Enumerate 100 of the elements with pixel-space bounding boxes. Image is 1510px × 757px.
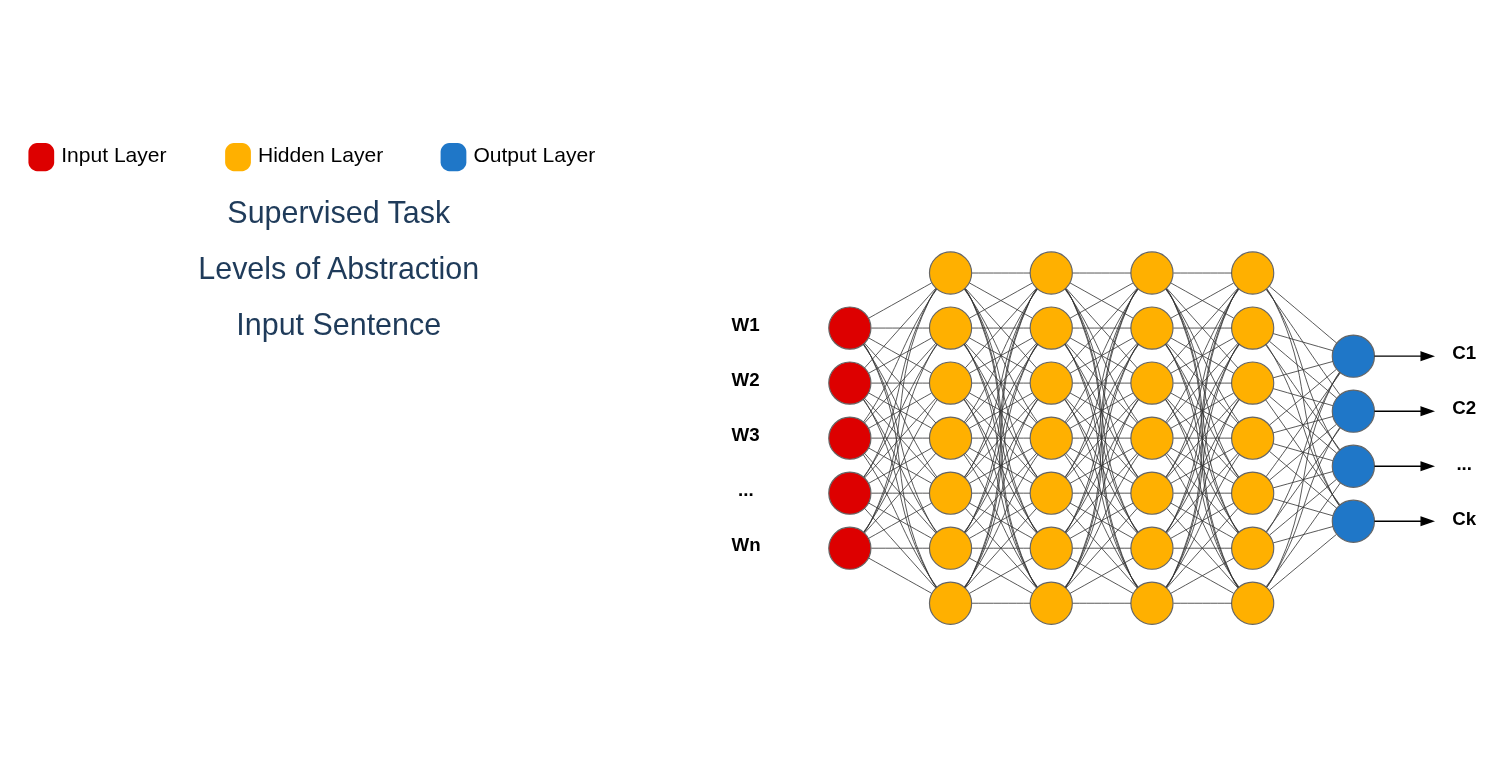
arrow — [1373, 350, 1435, 361]
connector — [1272, 360, 1334, 378]
connector — [1065, 342, 1138, 423]
connector — [968, 447, 1033, 484]
node-circle — [1130, 526, 1174, 570]
connector — [963, 288, 1038, 422]
connector — [864, 507, 937, 588]
node-circle — [1029, 526, 1073, 570]
connector — [1272, 442, 1334, 461]
node-circle — [928, 250, 973, 295]
connector — [971, 492, 1031, 494]
label: Levels of Abstraction — [198, 250, 480, 285]
node-circle — [1130, 471, 1174, 515]
node-circle — [828, 471, 872, 515]
connector — [1065, 288, 1139, 478]
node-circle — [1331, 499, 1376, 543]
connector — [1165, 288, 1240, 422]
node-circle — [1331, 444, 1376, 488]
node-label: W2 — [731, 368, 760, 390]
connector — [1072, 272, 1132, 273]
connector — [971, 437, 1031, 439]
connector — [1170, 447, 1235, 484]
connector — [1166, 287, 1239, 588]
connector — [1266, 288, 1340, 451]
connector — [1269, 478, 1337, 535]
connector — [971, 327, 1031, 328]
connector — [1265, 398, 1341, 505]
arrow — [1373, 405, 1435, 416]
connector — [1266, 426, 1341, 588]
connector — [1170, 392, 1235, 429]
connector — [1265, 426, 1341, 532]
legend-label: Hidden Layer — [257, 142, 384, 166]
node-circle — [1130, 360, 1174, 405]
connector — [863, 288, 937, 478]
node-circle — [1029, 360, 1073, 405]
connector — [868, 337, 933, 374]
label: Input Sentence — [236, 306, 442, 341]
connector — [1072, 547, 1132, 549]
connector — [1065, 287, 1138, 368]
connector — [1173, 492, 1232, 494]
connector — [1272, 497, 1334, 516]
connector — [1166, 397, 1239, 478]
node-circle — [1029, 250, 1073, 295]
node-circle — [1130, 250, 1174, 295]
connector — [863, 343, 937, 588]
connector — [971, 272, 1031, 273]
connector — [1269, 533, 1337, 590]
node-circle — [1029, 305, 1073, 350]
node-circle — [1029, 415, 1073, 460]
node-circle — [828, 360, 872, 405]
connector — [862, 453, 938, 587]
node-circle — [1231, 581, 1275, 625]
connector — [971, 547, 1031, 549]
connector — [1272, 332, 1334, 351]
connector — [971, 382, 1031, 383]
connector — [964, 287, 1038, 588]
node-circle — [928, 526, 973, 570]
connector — [1272, 525, 1334, 543]
node-circle — [928, 360, 973, 405]
connector — [1266, 371, 1341, 532]
legend-label: Output Layer — [473, 142, 596, 166]
connector — [1269, 423, 1337, 480]
node-label: W1 — [731, 313, 760, 335]
connector — [1173, 327, 1232, 328]
connector — [965, 507, 1037, 588]
node-circle — [1231, 305, 1275, 350]
connector — [1265, 343, 1340, 506]
node-circle — [1130, 415, 1174, 460]
connector — [1265, 481, 1341, 587]
connector — [871, 437, 930, 439]
connector — [1069, 447, 1134, 484]
connector — [965, 342, 1037, 423]
connector — [965, 452, 1037, 533]
connector — [1272, 415, 1334, 433]
connector — [1166, 342, 1239, 423]
connector — [1173, 272, 1232, 273]
connector — [1266, 288, 1340, 506]
connector — [868, 502, 933, 539]
connector — [868, 557, 933, 594]
connector — [1072, 382, 1132, 383]
arrow — [1373, 460, 1435, 471]
connector — [1065, 397, 1138, 478]
node-circle — [1231, 360, 1275, 405]
connector — [968, 502, 1033, 539]
connector — [1173, 547, 1232, 549]
connector — [868, 282, 933, 319]
node-circle — [1130, 305, 1174, 350]
connector — [1269, 368, 1337, 425]
node-circle — [828, 526, 872, 570]
node-circle — [1029, 471, 1073, 515]
connector — [1266, 371, 1340, 588]
connector — [1269, 340, 1338, 399]
node-label: Wn — [731, 533, 761, 555]
node-circle — [1231, 526, 1275, 570]
node-circle — [1130, 581, 1174, 625]
connector — [971, 602, 1031, 604]
connector — [863, 288, 938, 422]
connector — [871, 382, 930, 383]
node-text: C2 — [1452, 396, 1477, 418]
node-label: W3 — [731, 423, 760, 445]
